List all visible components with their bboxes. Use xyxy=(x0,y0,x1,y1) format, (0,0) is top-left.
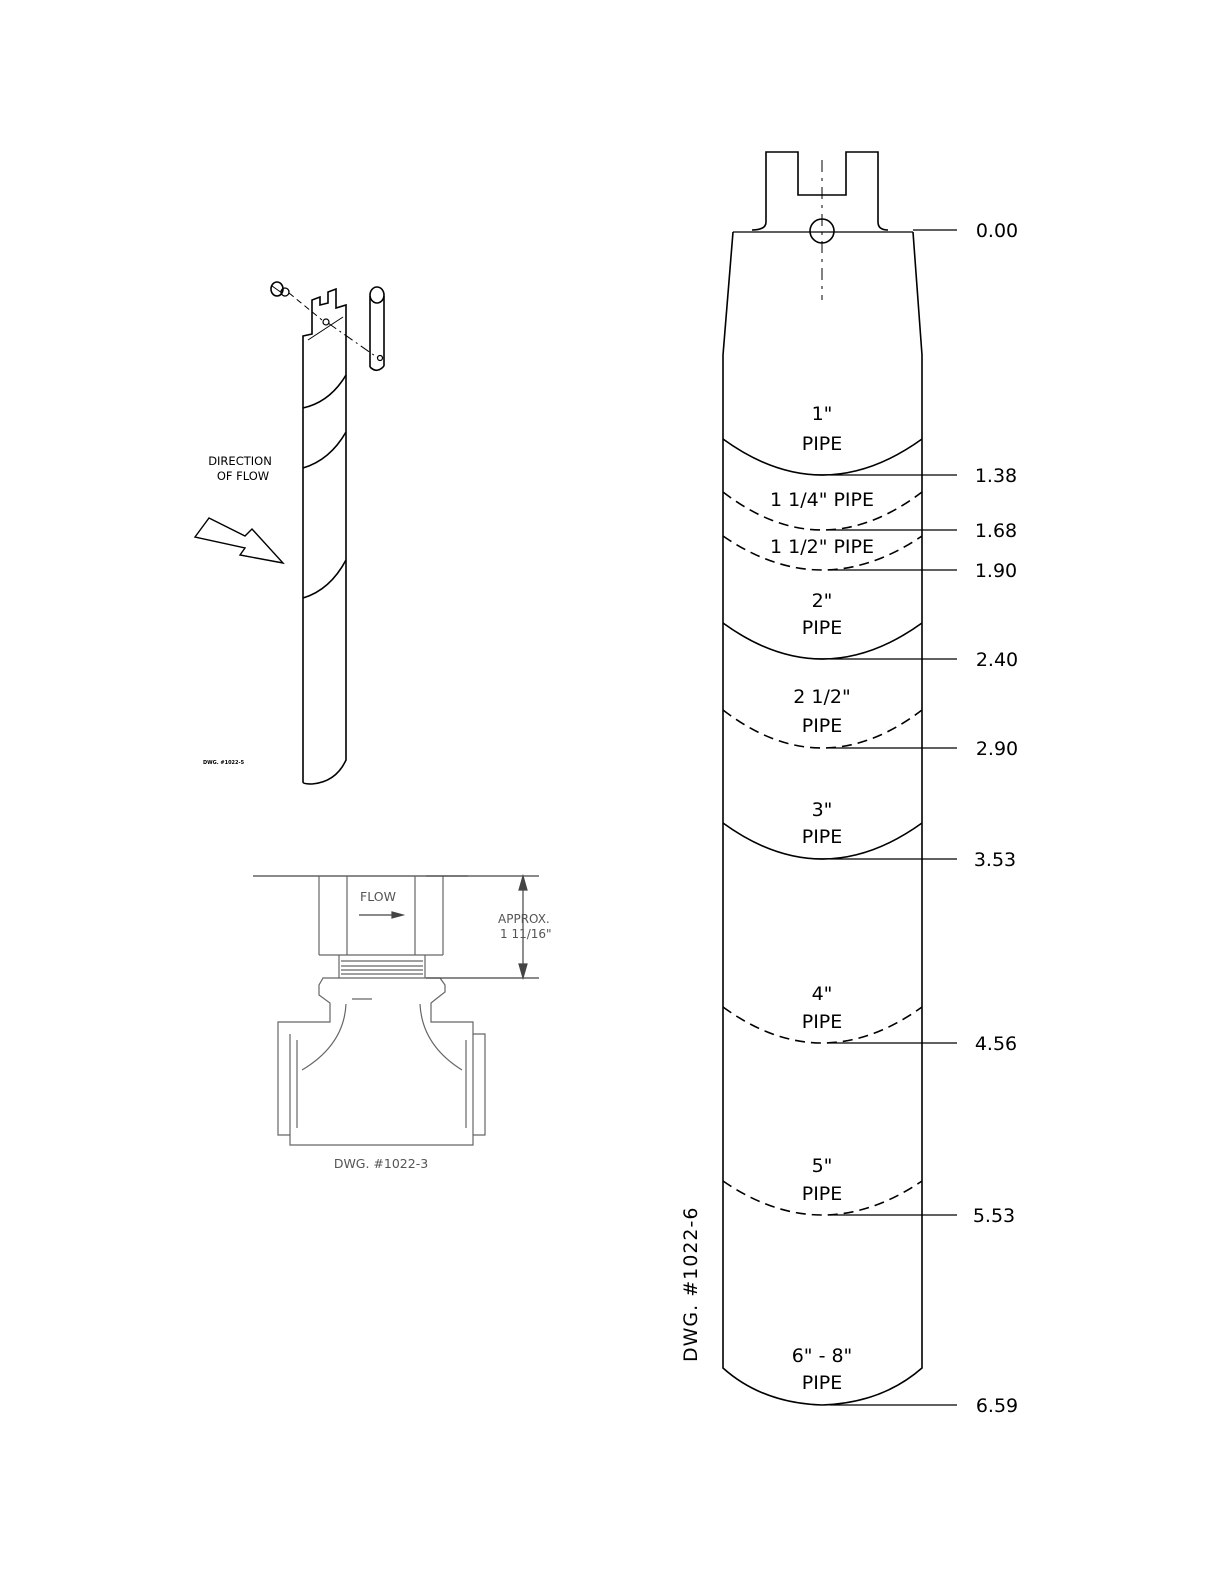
pipe-size-label: 1" xyxy=(812,403,833,425)
direction-label-line1: DIRECTION xyxy=(208,454,272,468)
pipe-size-label: 5" xyxy=(812,1155,833,1177)
flow-direction-arrow-icon xyxy=(195,518,283,563)
mark-value: 2.40 xyxy=(976,649,1018,671)
screw-icon xyxy=(271,282,289,296)
tee-flow-label: FLOW xyxy=(360,889,396,904)
pipe-label: PIPE xyxy=(802,433,843,455)
mark-value: 1.68 xyxy=(975,520,1017,542)
large-dwg-label: DWG. #1022-6 xyxy=(680,1207,702,1362)
mark-value: 1.38 xyxy=(975,465,1017,487)
mark-value: 4.56 xyxy=(975,1033,1017,1055)
pipe-size-label: 2 1/2" xyxy=(793,686,850,708)
top-mark-value: 0.00 xyxy=(976,220,1018,242)
small-dwg-label: DWG. #1022-5 xyxy=(203,760,245,766)
mark-value: 6.59 xyxy=(976,1395,1018,1417)
pipe-label: PIPE xyxy=(802,617,843,639)
mark-value: 2.90 xyxy=(976,738,1018,760)
direction-label-line2: OF FLOW xyxy=(217,469,269,483)
pipe-size-label: 4" xyxy=(812,983,833,1005)
pipe-label: PIPE xyxy=(802,1372,843,1394)
pipe-size-label: 1 1/2" PIPE xyxy=(770,536,874,558)
large-paddle-drawing xyxy=(723,152,957,1405)
small-paddle-drawing xyxy=(195,282,384,784)
small-paddle-outline xyxy=(303,289,346,784)
pipe-label: PIPE xyxy=(802,1183,843,1205)
mark-value: 5.53 xyxy=(973,1205,1015,1227)
mark-value: 1.90 xyxy=(975,560,1017,582)
pipe-size-marks: 1" PIPE 1.38 1 1/4" PIPE 1.68 1 1/2" PIPE 1.90… xyxy=(723,403,1018,1417)
pipe-size-label: 3" xyxy=(812,799,833,821)
tee-fitting-drawing xyxy=(253,876,539,1145)
tee-dwg-label: DWG. #1022-3 xyxy=(334,1156,428,1171)
pipe-label: PIPE xyxy=(802,826,843,848)
pipe-label: PIPE xyxy=(802,1011,843,1033)
pipe-size-label: 1 1/4" PIPE xyxy=(770,489,874,511)
pipe-label: PIPE xyxy=(802,715,843,737)
approx-label-line2: 1 11/16" xyxy=(500,927,552,941)
approx-label-line1: APPROX. xyxy=(498,912,550,926)
paddle-top-tab xyxy=(752,152,888,230)
pipe-size-label: 2" xyxy=(812,590,833,612)
pipe-size-label: 6" - 8" xyxy=(792,1345,853,1367)
mark-value: 3.53 xyxy=(974,849,1016,871)
